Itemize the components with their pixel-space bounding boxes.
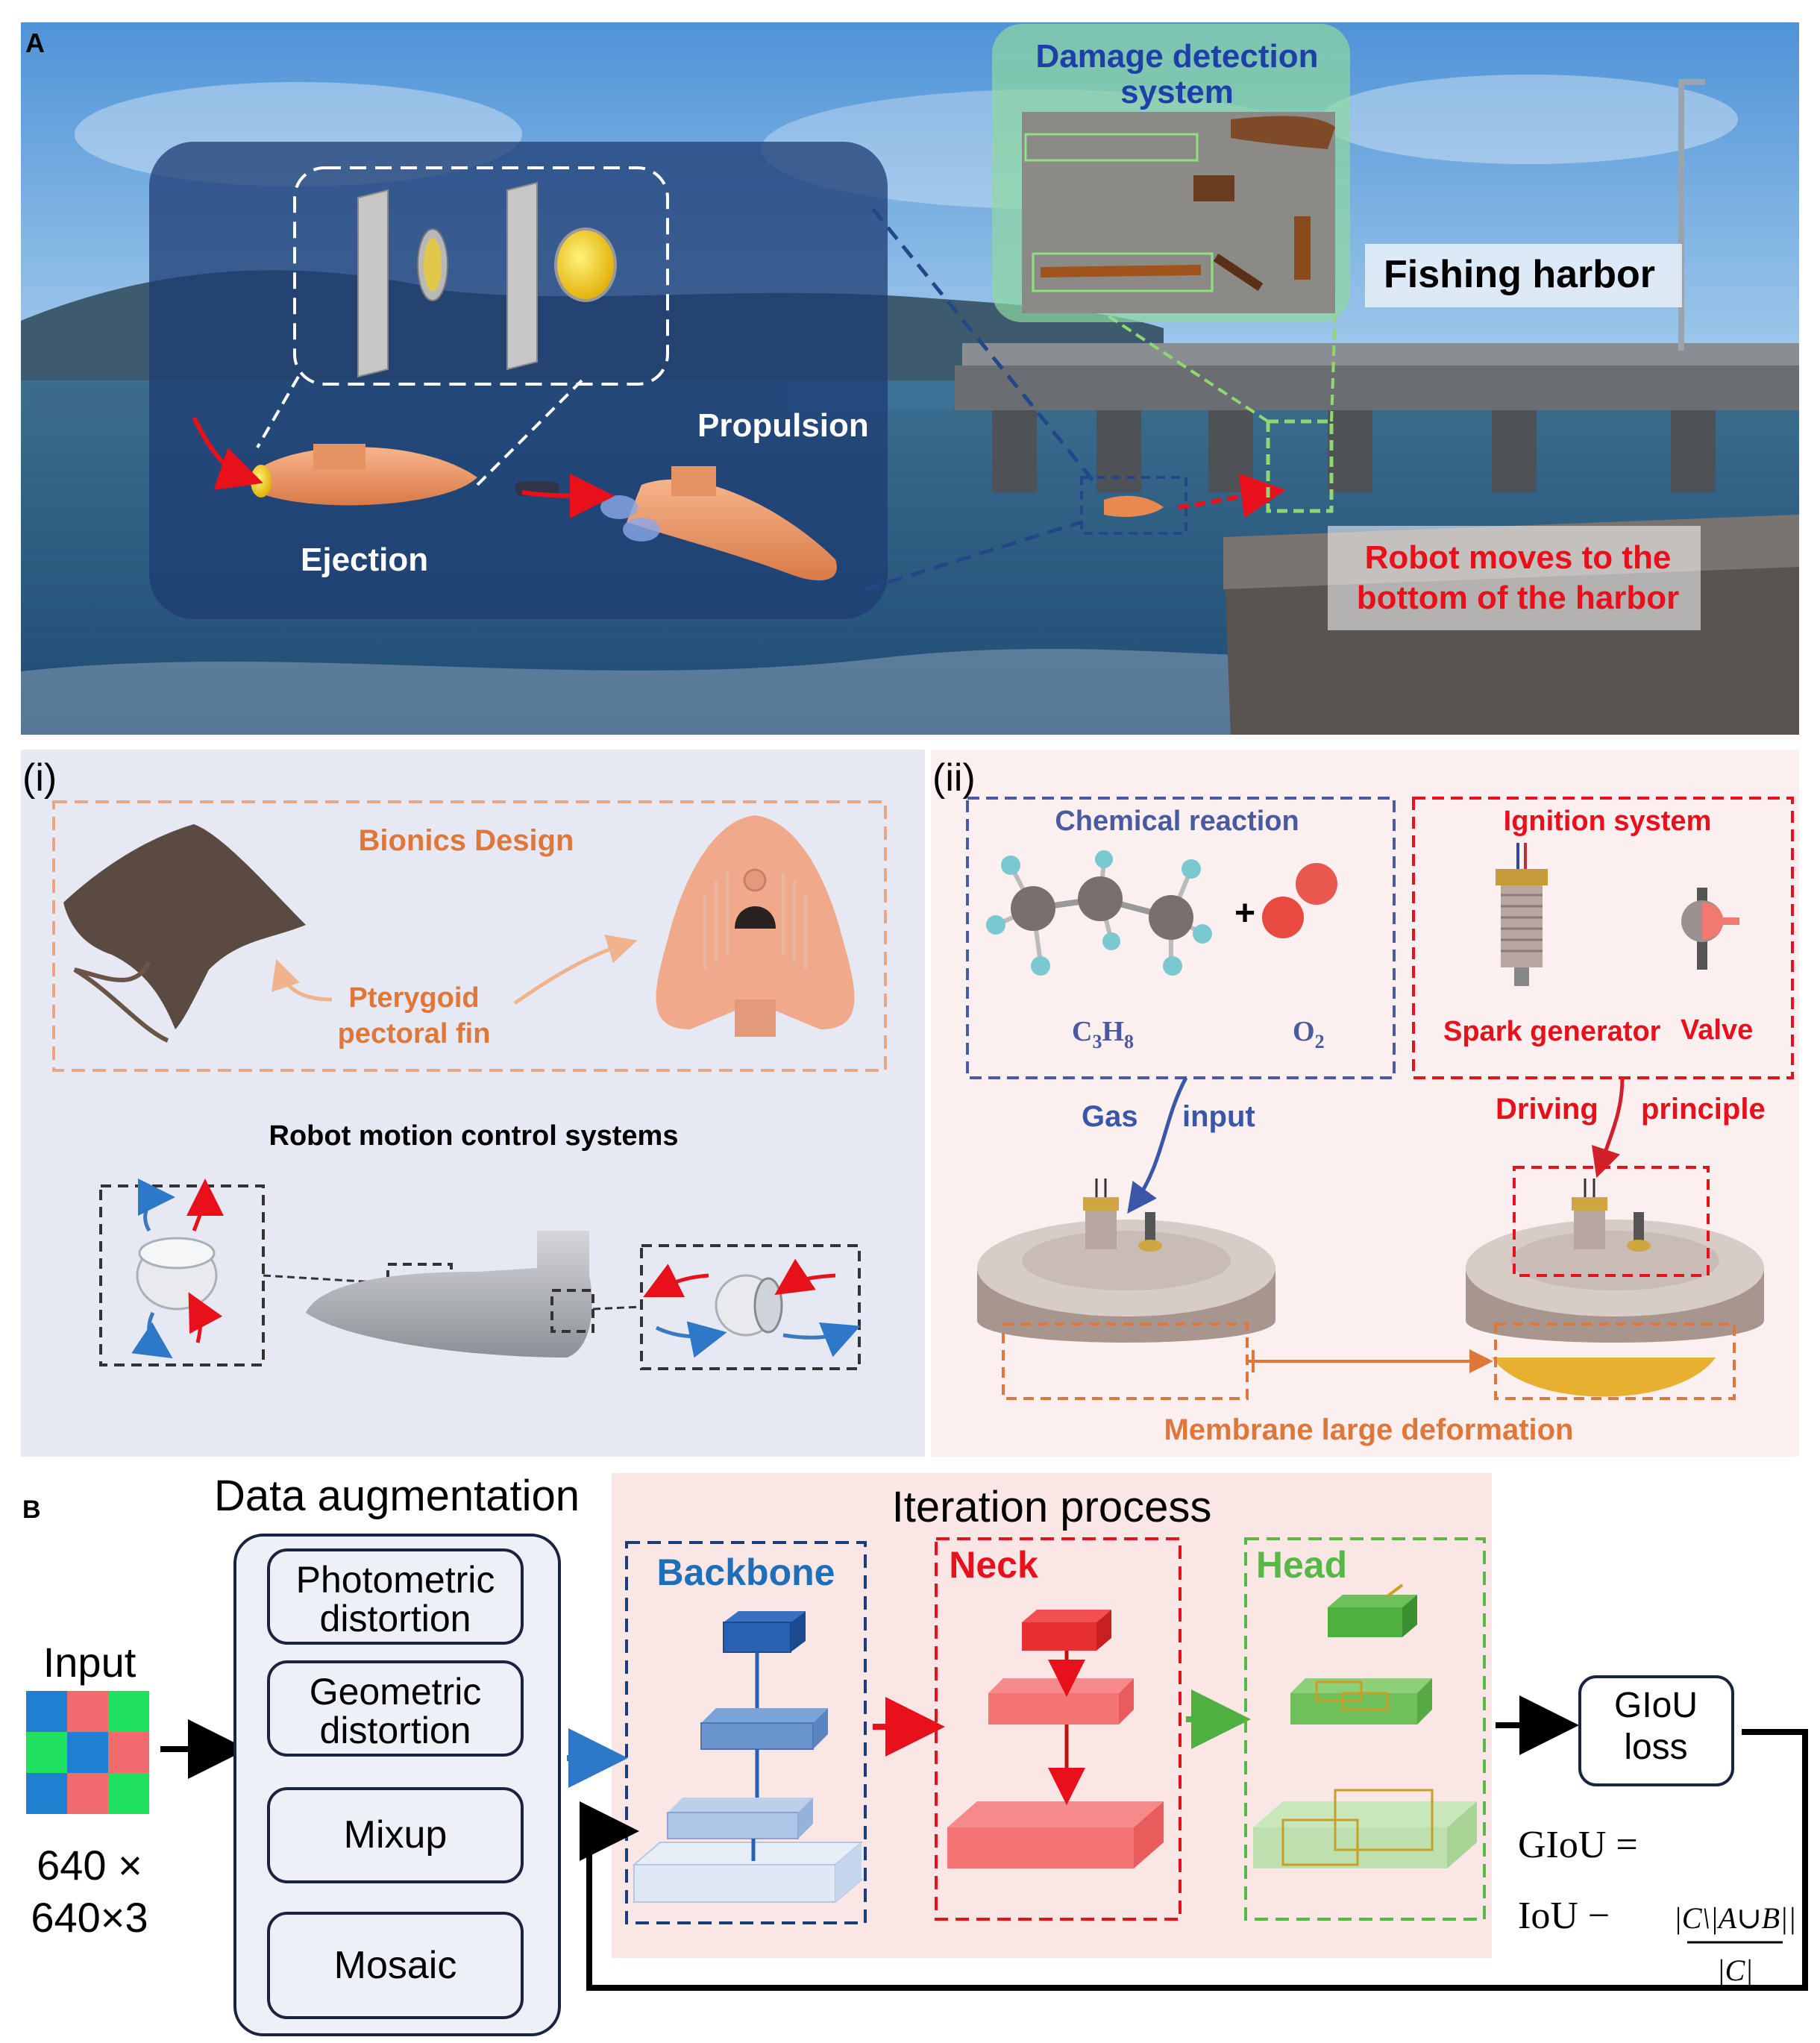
ignition-system-box: [1412, 797, 1794, 1079]
pterygoid-line-1: Pterygoid: [348, 982, 479, 1014]
o2-o: O: [1293, 1016, 1315, 1047]
propane-molecule: [986, 850, 1212, 976]
pterygoid-line-2: pectoral fin: [338, 1018, 491, 1049]
damage-title-line-1: Damage detection: [1036, 38, 1319, 75]
input-size-line-2: 640×3: [31, 1894, 148, 1941]
aug-0-line-2: distortion: [320, 1598, 471, 1639]
pterygoid-label: Pterygoid pectoral fin: [338, 982, 491, 1049]
driving-label: Driving: [1496, 1093, 1598, 1126]
propane-formula: C3H8: [1072, 1016, 1134, 1052]
thruster-box-left: [99, 1184, 265, 1366]
iteration-process-title: Iteration process: [892, 1483, 1212, 1531]
valve-label: Valve: [1681, 1014, 1753, 1046]
giou-formula-lhs: GIoU =: [1518, 1824, 1638, 1866]
c3h8-sub2: 8: [1124, 1031, 1134, 1052]
aug-1-line-2: distortion: [320, 1710, 471, 1751]
giou-formula-numerator: |C\|A∪B||: [1674, 1901, 1796, 1935]
c3h8-sub1: 3: [1092, 1031, 1102, 1052]
panel-b-label: B: [22, 1496, 41, 1524]
neck-label: Neck: [949, 1544, 1038, 1586]
input-label: input: [1182, 1100, 1255, 1133]
panel-i-label: (i): [22, 756, 57, 800]
panel-b: [26, 1473, 1808, 2036]
harbor-target-box: [1266, 419, 1334, 513]
panel-ii: [931, 750, 1799, 1457]
spark-generator-label: Spark generator: [1443, 1016, 1661, 1047]
aug-box-mosaic: [267, 1912, 524, 2019]
c3h8-h: H: [1102, 1016, 1124, 1047]
propulsion-label: Propulsion: [697, 407, 869, 444]
plus-sign: +: [1234, 894, 1255, 933]
robot-moves-label: Robot moves to the bottom of the harbor: [1357, 539, 1680, 616]
aug-1-line-1: Geometric: [310, 1671, 482, 1713]
aug-mixup-label: Mixup: [344, 1813, 448, 1857]
neck-stack: [947, 1610, 1164, 1868]
robot-moves-line-1: Robot moves to the: [1365, 539, 1672, 576]
o2-sub: 2: [1315, 1031, 1325, 1052]
panel-a: [21, 22, 1799, 735]
chemical-reaction-box: [966, 797, 1396, 1079]
aug-box-mixup: [267, 1787, 524, 1883]
fishing-harbor-label: Fishing harbor: [1384, 253, 1655, 296]
oxygen-molecule: [1262, 863, 1337, 938]
manta-ray-photo: [63, 824, 306, 1029]
damage-title-line-2: system: [1120, 74, 1234, 110]
valve-model: [1681, 888, 1739, 970]
giou-loss-box: [1578, 1675, 1734, 1786]
augmentation-container: [233, 1534, 561, 2036]
ejection-label: Ejection: [301, 542, 428, 578]
aug-box-geometric: [267, 1660, 524, 1757]
panel-a-label: A: [25, 28, 45, 58]
gas-label: Gas: [1082, 1100, 1138, 1133]
motion-control-label: Robot motion control systems: [269, 1120, 679, 1152]
robot-moves-line-2: bottom of the harbor: [1357, 580, 1680, 616]
robot-moves-badge: [1328, 526, 1701, 630]
panel-i: [21, 750, 925, 1457]
backbone-stack: [632, 1611, 864, 1903]
input-title: Input: [43, 1639, 136, 1686]
aug-mosaic-label: Mosaic: [334, 1944, 457, 1987]
chemical-reaction-label: Chemical reaction: [1055, 806, 1299, 837]
c3h8-c: C: [1072, 1016, 1092, 1047]
data-augmentation-title: Data augmentation: [214, 1472, 580, 1520]
input-image-grid: [26, 1691, 149, 1814]
giou-formula-iou: IoU −: [1518, 1895, 1610, 1937]
aug-0-line-1: Photometric: [296, 1559, 495, 1601]
principle-label: principle: [1641, 1093, 1766, 1126]
oxygen-formula: O2: [1293, 1016, 1325, 1052]
giou-line-1: GIoU: [1614, 1686, 1698, 1725]
giou-formula-denominator: |C|: [1717, 1953, 1754, 1987]
gray-robot-side-view: [306, 1231, 592, 1358]
panel-ii-label: (ii): [932, 756, 976, 800]
head-box: [1244, 1537, 1486, 1921]
aug-box-photometric: [267, 1548, 524, 1645]
bionics-design-box: [52, 800, 887, 1072]
bionics-design-label: Bionics Design: [359, 824, 574, 857]
giou-line-2: loss: [1624, 1727, 1687, 1767]
head-stack: [1253, 1584, 1477, 1868]
head-label: Head: [1256, 1544, 1347, 1586]
fishing-harbor-badge: [1365, 244, 1682, 307]
damage-detection-image: [1022, 112, 1335, 313]
backbone-box: [625, 1541, 867, 1924]
ejection-detail-box: [293, 166, 669, 386]
thruster-box-right: [640, 1244, 861, 1370]
spark-generator-model: [1496, 843, 1548, 986]
combustion-chamber-left: [977, 1179, 1275, 1343]
membrane-label: Membrane large deformation: [1164, 1413, 1573, 1446]
feedback-loop-arrow: [580, 1729, 1808, 1991]
backbone-label: Backbone: [657, 1551, 835, 1593]
ignition-system-label: Ignition system: [1504, 806, 1712, 837]
input-size-line-1: 640 ×: [37, 1842, 142, 1889]
